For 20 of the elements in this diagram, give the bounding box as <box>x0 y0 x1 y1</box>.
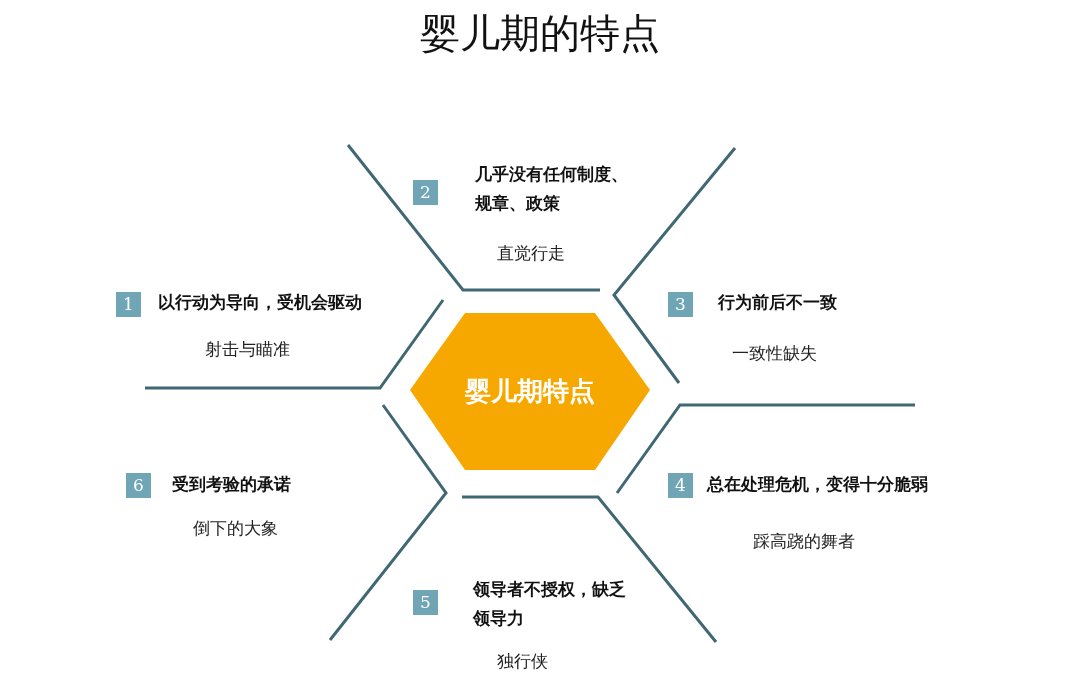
number-badge: 1 <box>116 292 141 317</box>
item-subtitle: 直觉行走 <box>497 242 565 265</box>
item-heading: 行为前后不一致 <box>718 291 838 314</box>
item-heading: 受到考验的承诺 <box>172 473 292 496</box>
item-subtitle: 倒下的大象 <box>193 517 278 540</box>
item-heading: 领导者不授权，缺乏领导力 <box>473 578 627 630</box>
item-heading: 以行动为导向，受机会驱动 <box>158 291 363 314</box>
number-badge: 4 <box>668 473 693 498</box>
center-hexagon: 婴儿期特点 <box>408 311 652 472</box>
title: 婴儿期的特点 <box>419 9 661 58</box>
number-badge: 5 <box>413 590 438 615</box>
item-heading: 几乎没有任何制度、规章、政策 <box>475 163 629 215</box>
number-badge: 3 <box>668 292 693 317</box>
item-subtitle: 独行侠 <box>497 650 548 673</box>
item-subtitle: 踩高跷的舞者 <box>753 530 855 553</box>
item-heading: 总在处理危机，变得十分脆弱 <box>707 473 929 496</box>
item-subtitle: 一致性缺失 <box>732 342 817 365</box>
item-subtitle: 射击与瞄准 <box>205 338 290 361</box>
number-badge: 2 <box>413 180 438 205</box>
number-badge: 6 <box>126 473 151 498</box>
